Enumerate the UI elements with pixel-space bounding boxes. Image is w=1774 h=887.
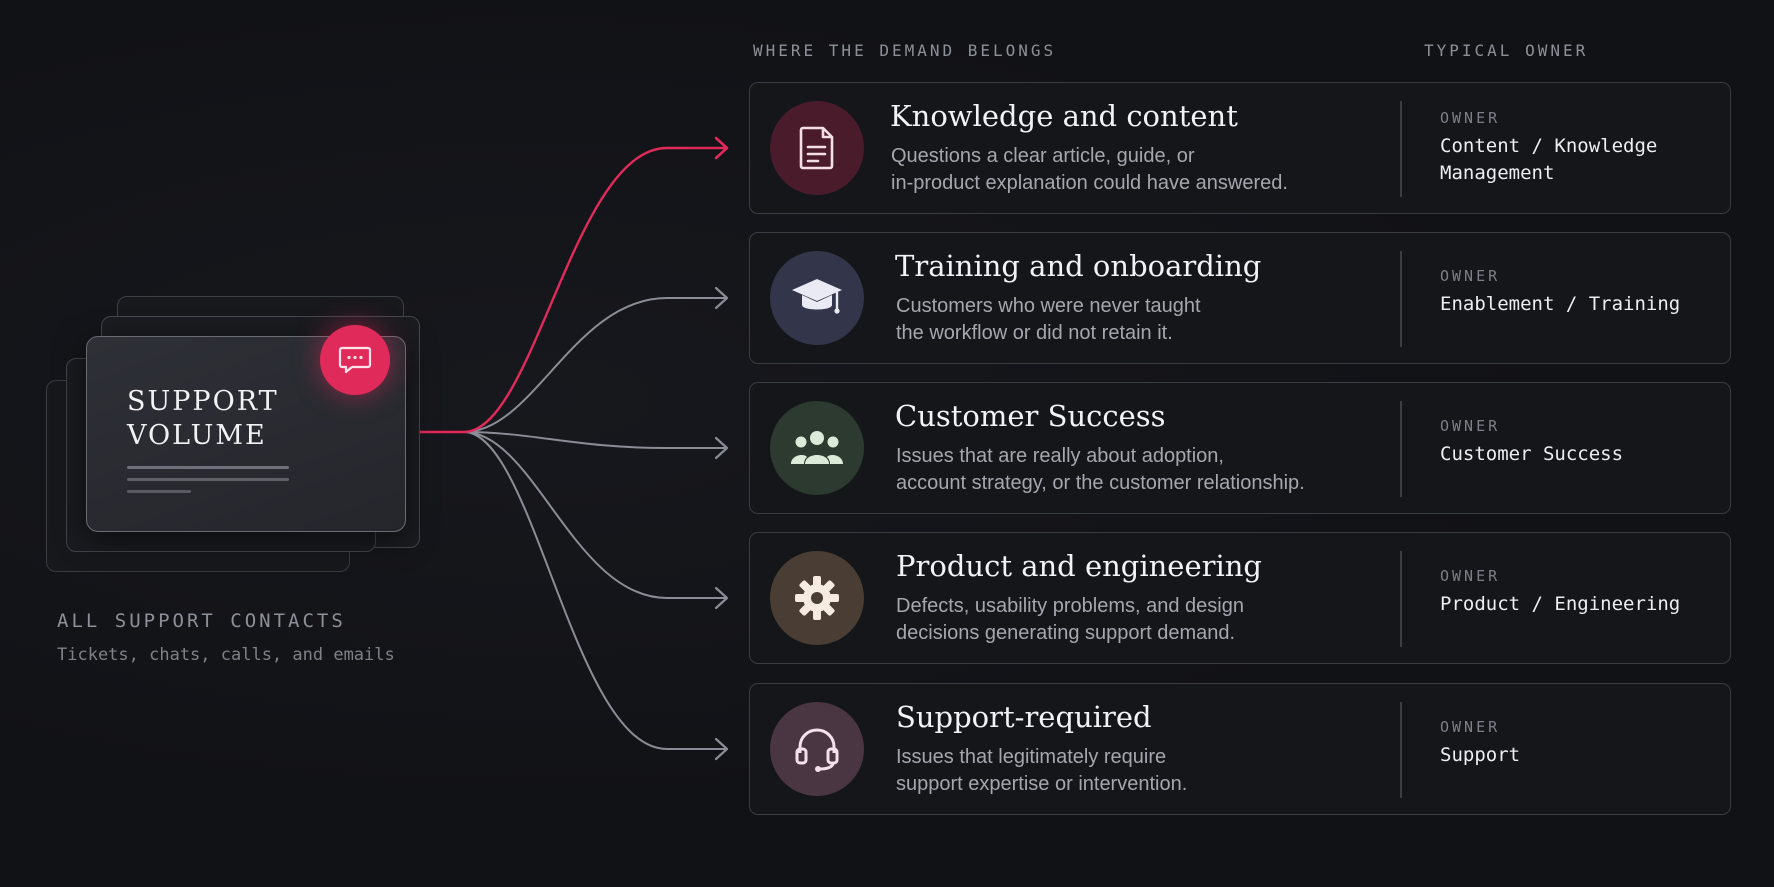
category-icon-badge: [770, 401, 864, 495]
owner-label: OWNER: [1440, 718, 1501, 736]
chat-bubble-badge: [320, 325, 390, 395]
connector-arrowhead: [714, 436, 729, 460]
category-card-knowledge: Knowledge and content Questions a clear …: [749, 82, 1731, 214]
owner-label: OWNER: [1440, 109, 1501, 127]
category-title: Customer Success: [895, 399, 1166, 433]
owner-value-line: Content / Knowledge: [1440, 135, 1658, 157]
category-title: Training and onboarding: [895, 249, 1262, 283]
owner-value: Product / Engineering: [1440, 591, 1720, 618]
category-description-line: Issues that are really about adoption,: [896, 445, 1224, 467]
gear-icon: [795, 576, 839, 620]
category-description-line: Questions a clear article, guide, or: [891, 145, 1195, 167]
owner-value-line: Support: [1440, 744, 1521, 766]
category-description-line: decisions generating support demand.: [896, 622, 1236, 644]
card-divider: [1400, 251, 1402, 347]
category-description-line: the workflow or did not retain it.: [896, 322, 1173, 344]
source-caption: ALL SUPPORT CONTACTS: [57, 610, 346, 632]
category-description-line: Defects, usability problems, and design: [896, 595, 1244, 617]
category-title: Knowledge and content: [890, 99, 1238, 133]
owner-label: OWNER: [1440, 567, 1501, 585]
owner-value-line: Customer Success: [1440, 443, 1624, 465]
card-placeholder-line: [127, 466, 289, 469]
card-placeholder-line: [127, 478, 289, 481]
category-description-line: Customers who were never taught: [896, 295, 1201, 317]
document-icon: [799, 126, 834, 170]
card-divider: [1400, 401, 1402, 497]
category-description: Issues that are really about adoption, a…: [896, 443, 1416, 497]
category-card-support: Support-required Issues that legitimatel…: [749, 683, 1731, 815]
owner-value-line: Enablement / Training: [1440, 293, 1681, 315]
category-description: Questions a clear article, guide, or in-…: [891, 143, 1411, 197]
category-icon-badge: [770, 702, 864, 796]
category-card-product: Product and engineering Defects, usabili…: [749, 532, 1731, 664]
card-divider: [1400, 702, 1402, 798]
support-volume-title: SUPPORT VOLUME: [127, 385, 347, 453]
category-description-line: in-product explanation could have answer…: [891, 172, 1288, 194]
category-card-customer-success: Customer Success Issues that are really …: [749, 382, 1731, 514]
category-icon-badge: [770, 551, 864, 645]
owner-value-line: Management: [1440, 162, 1555, 184]
card-placeholder-line: [127, 490, 191, 493]
category-description: Defects, usability problems, and design …: [896, 593, 1416, 647]
owner-label: OWNER: [1440, 417, 1501, 435]
owner-column-header: TYPICAL OWNER: [1424, 41, 1589, 60]
category-description-line: account strategy, or the customer relati…: [896, 472, 1305, 494]
category-title: Support-required: [896, 700, 1152, 734]
headset-icon: [795, 728, 839, 772]
card-divider: [1400, 551, 1402, 647]
owner-value-line: Product / Engineering: [1440, 593, 1681, 615]
category-card-training: Training and onboarding Customers who we…: [749, 232, 1731, 364]
category-icon-badge: [770, 251, 864, 345]
connector-line: [404, 431, 727, 449]
category-icon-badge: [770, 101, 864, 195]
connector-line: [404, 431, 727, 750]
category-description-line: Issues that legitimately require: [896, 746, 1167, 768]
connector-arrowhead: [714, 136, 729, 160]
owner-value: Support: [1440, 742, 1720, 769]
support-volume-title-line1: SUPPORT: [127, 386, 279, 417]
connector-line: [404, 431, 727, 599]
graduation-cap-icon: [792, 279, 842, 314]
support-volume-title-line2: VOLUME: [127, 420, 267, 451]
connector-arrowhead: [714, 286, 729, 310]
owner-value: Content / Knowledge Management: [1440, 133, 1720, 187]
category-description-line: support expertise or intervention.: [896, 773, 1188, 795]
category-description: Customers who were never taught the work…: [896, 293, 1416, 347]
source-subcaption: Tickets, chats, calls, and emails: [57, 645, 395, 665]
people-group-icon: [791, 431, 843, 464]
connector-arrowhead: [714, 737, 729, 761]
owner-value: Customer Success: [1440, 441, 1720, 468]
demand-column-header: WHERE THE DEMAND BELONGS: [753, 41, 1057, 60]
owner-value: Enablement / Training: [1440, 291, 1720, 318]
category-description: Issues that legitimately require support…: [896, 744, 1416, 798]
card-divider: [1400, 101, 1402, 197]
connector-line: [404, 297, 727, 433]
owner-label: OWNER: [1440, 267, 1501, 285]
category-title: Product and engineering: [896, 549, 1262, 583]
connector-arrowhead: [714, 586, 729, 610]
chat-bubble-icon: [338, 346, 372, 374]
connector-line: [404, 146, 727, 434]
